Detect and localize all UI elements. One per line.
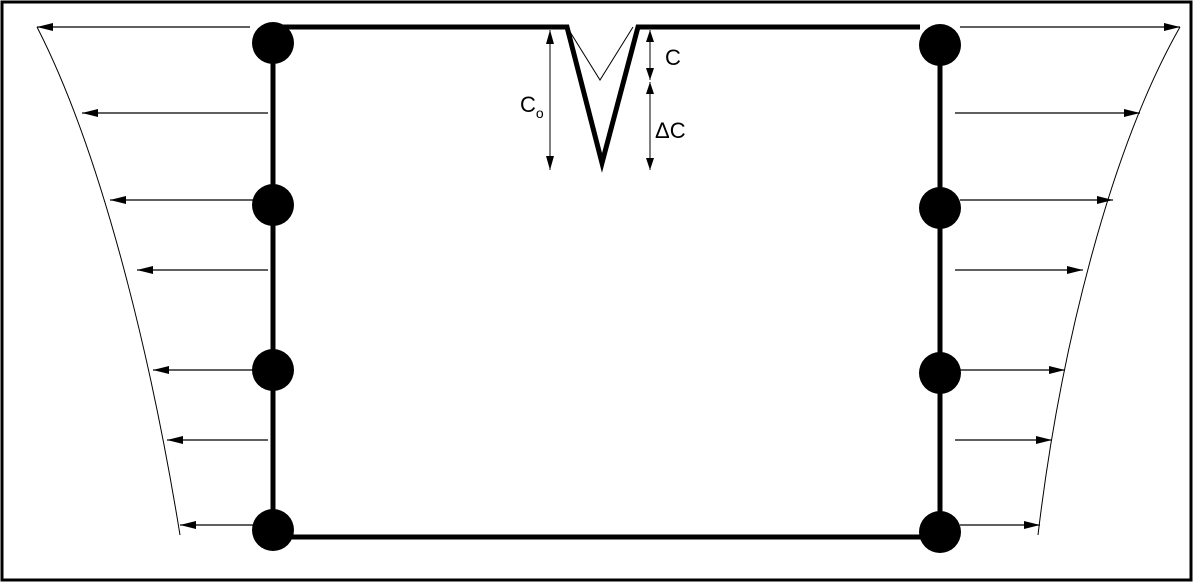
right-stress-arrows bbox=[955, 23, 1180, 529]
left-stress-arrow bbox=[110, 196, 255, 204]
notched-top-edge bbox=[273, 24, 920, 173]
right-stress-arrow bbox=[960, 366, 1065, 374]
right-stress-arrow bbox=[955, 266, 1083, 274]
right-stress-envelope-curve bbox=[1037, 26, 1181, 536]
node-right-4 bbox=[919, 511, 961, 553]
dimension-c bbox=[646, 30, 654, 80]
node-left-4 bbox=[252, 509, 294, 551]
delta-c-label: ΔC bbox=[655, 118, 686, 143]
right-stress-arrow bbox=[960, 196, 1113, 204]
dimension-delta-c bbox=[646, 82, 654, 170]
c-label: C bbox=[665, 45, 681, 70]
left-stress-arrow bbox=[153, 366, 255, 374]
right-stress-arrow bbox=[960, 23, 1180, 31]
node-left-3 bbox=[252, 349, 294, 391]
node-right-2 bbox=[919, 187, 961, 229]
left-stress-arrow bbox=[37, 23, 250, 31]
left-stress-arrow bbox=[180, 521, 255, 529]
left-stress-envelope-curve bbox=[36, 26, 181, 536]
c0-label: Co bbox=[520, 92, 544, 121]
left-stress-arrow bbox=[167, 436, 268, 444]
dimension-c0 bbox=[546, 30, 554, 170]
original-notch-outline bbox=[566, 26, 634, 81]
left-stress-arrows bbox=[37, 23, 268, 529]
node-right-3 bbox=[919, 352, 961, 394]
node-left-2 bbox=[252, 184, 294, 226]
left-stress-arrow bbox=[82, 109, 268, 117]
right-stress-arrow bbox=[955, 109, 1140, 117]
left-stress-arrow bbox=[137, 266, 268, 274]
right-stress-arrow bbox=[960, 521, 1040, 529]
node-right-1 bbox=[919, 24, 961, 66]
node-left-1 bbox=[252, 22, 294, 64]
right-stress-arrow bbox=[955, 436, 1052, 444]
